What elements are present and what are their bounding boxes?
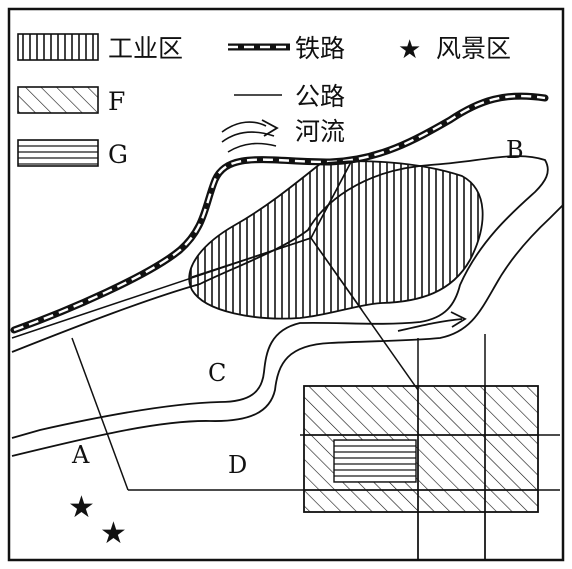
label-a: A [71, 441, 90, 469]
legend-river-icon [221, 119, 279, 153]
label-c: C [208, 359, 226, 387]
zone-g-fill [333, 439, 417, 483]
legend-f-swatch [17, 86, 99, 114]
scenic-star-icon: ★ [100, 516, 127, 551]
label-b: B [506, 136, 524, 164]
legend-scenic-star-icon: ★ [398, 35, 421, 65]
legend-f-label: F [108, 87, 125, 116]
label-d: D [228, 451, 247, 479]
legend: 工业区 F G 铁路 公路 河流 ★ 风景区 [17, 33, 511, 169]
legend-river-label: 河流 [295, 117, 345, 146]
legend-scenic-label: 风景区 [436, 34, 511, 63]
industrial-zone [188, 160, 484, 320]
industrial-roads [191, 161, 363, 311]
legend-g-swatch [17, 139, 99, 167]
river-flow-arrow [397, 311, 467, 332]
legend-road-label: 公路 [295, 82, 345, 111]
legend-industrial-label: 工业区 [108, 34, 183, 63]
grid-roads-overlay [304, 386, 538, 560]
legend-industrial-swatch [17, 33, 99, 61]
railway-line [10, 92, 549, 334]
river-south-bank [11, 204, 564, 457]
legend-g-label: G [108, 140, 128, 169]
scenic-star-icon: ★ [68, 490, 95, 525]
legend-railway-label: 铁路 [295, 34, 345, 63]
